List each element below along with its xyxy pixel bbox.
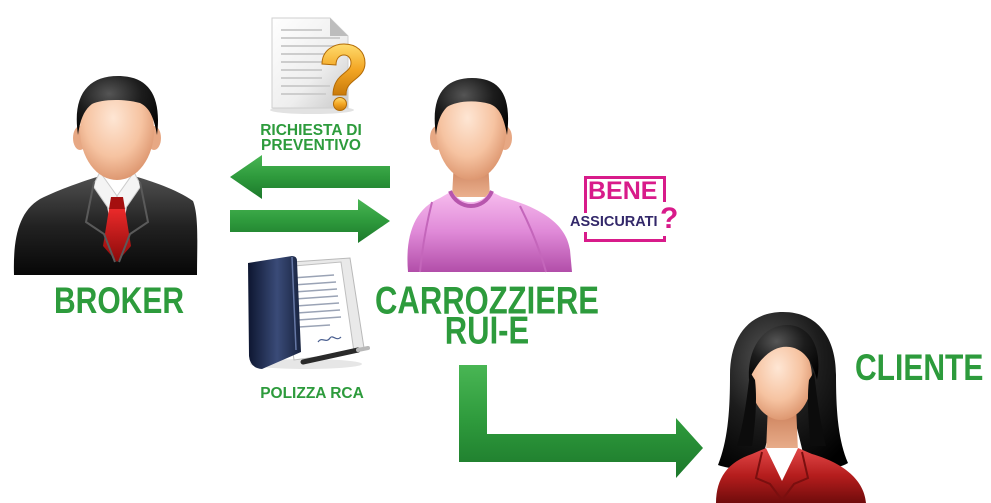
broker-hair [76,76,158,135]
carrozziere-shirt [407,191,572,272]
cliente-head [750,336,812,420]
logo-question-mark: ? [660,202,679,236]
arrow-left-icon [230,155,390,199]
arrow-right-icon [230,199,390,243]
carrozziere-label-rui: RUI-E [444,308,530,353]
carrozziere-hair [434,78,509,135]
request-label-line1: RICHIESTA DI [260,122,362,139]
arrow-elbow-right-icon [459,365,703,478]
request-label-line2: PREVENTIVO [261,137,361,154]
carrozziere-head [436,80,506,180]
cliente-label: CLIENTE [855,347,984,389]
broker-suit [13,176,198,275]
businessman-icon [13,76,198,275]
cliente-fringe [748,325,819,380]
man-icon [407,78,572,273]
carrozziere-label: CARROZZIERE [375,278,599,323]
folder-documents-icon [248,256,370,369]
pen-icon [300,346,370,365]
woman-icon [716,312,866,503]
cliente-jacket [716,448,866,503]
logo-bene-text: BENE [588,177,658,205]
broker-head [80,80,154,180]
policy-label: POLIZZA RCA [260,385,364,402]
logo-assicurati-text: ASSICURATI [569,213,659,232]
question-mark-icon [321,43,366,111]
broker-label: BROKER [54,280,185,322]
document-question-icon [270,17,366,114]
